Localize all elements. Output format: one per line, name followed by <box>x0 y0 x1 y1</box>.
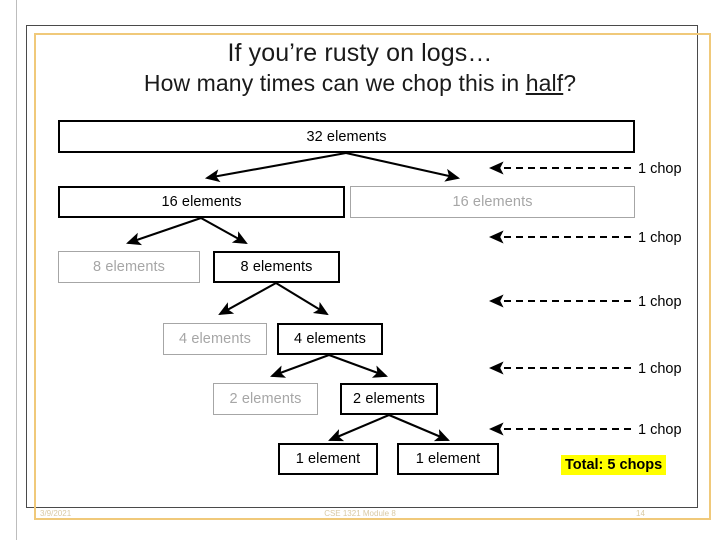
total-chops-badge: Total: 5 chops <box>561 455 667 475</box>
slide-outer-frame <box>26 25 698 508</box>
title-line-2: How many times can we chop this in half? <box>40 68 680 98</box>
node-label: 16 elements <box>161 194 242 210</box>
node-label: 8 elements <box>93 259 165 275</box>
node-8-elements-left[interactable]: 8 elements <box>58 251 200 283</box>
node-label: 16 elements <box>452 194 533 210</box>
title-line-1: If you’re rusty on logs… <box>227 39 493 67</box>
node-label: 1 element <box>415 451 481 467</box>
node-1-element-right[interactable]: 1 element <box>397 443 499 475</box>
node-label: 2 elements <box>353 391 425 407</box>
title-line-2-prefix: How many times can we chop this in <box>143 70 526 96</box>
node-8-elements-right[interactable]: 8 elements <box>213 251 340 283</box>
chop-label-1: 1 chop <box>638 161 682 177</box>
node-label: 8 elements <box>240 259 313 275</box>
node-4-elements-right[interactable]: 4 elements <box>277 323 383 355</box>
node-label: 4 elements <box>294 331 366 347</box>
node-label: 2 elements <box>229 391 302 407</box>
node-16-elements-left[interactable]: 16 elements <box>58 186 345 218</box>
slide-title: If you’re rusty on logs… How many times … <box>40 38 680 98</box>
node-16-elements-right[interactable]: 16 elements <box>350 186 635 218</box>
node-2-elements-left[interactable]: 2 elements <box>213 383 318 415</box>
title-emphasis-half: half <box>525 70 564 96</box>
footer-course: CSE 1321 Module 8 <box>324 509 396 518</box>
chop-label-5: 1 chop <box>638 422 682 438</box>
node-1-element-left[interactable]: 1 element <box>278 443 378 475</box>
footer-page-number: 14 <box>636 509 645 518</box>
node-4-elements-left[interactable]: 4 elements <box>163 323 267 355</box>
chop-label-2: 1 chop <box>638 230 682 246</box>
chop-label-3: 1 chop <box>638 294 682 310</box>
node-label: 4 elements <box>179 331 251 347</box>
title-line-2-suffix: ? <box>563 70 577 96</box>
node-label: 1 element <box>295 451 361 467</box>
footer-date: 3/9/2021 <box>40 509 72 518</box>
slide-accent-frame <box>34 33 711 520</box>
chop-label-4: 1 chop <box>638 361 682 377</box>
node-2-elements-right[interactable]: 2 elements <box>340 383 438 415</box>
node-32-elements[interactable]: 32 elements <box>58 120 635 153</box>
node-label: 32 elements <box>306 128 387 145</box>
slide-left-rule <box>16 0 17 540</box>
